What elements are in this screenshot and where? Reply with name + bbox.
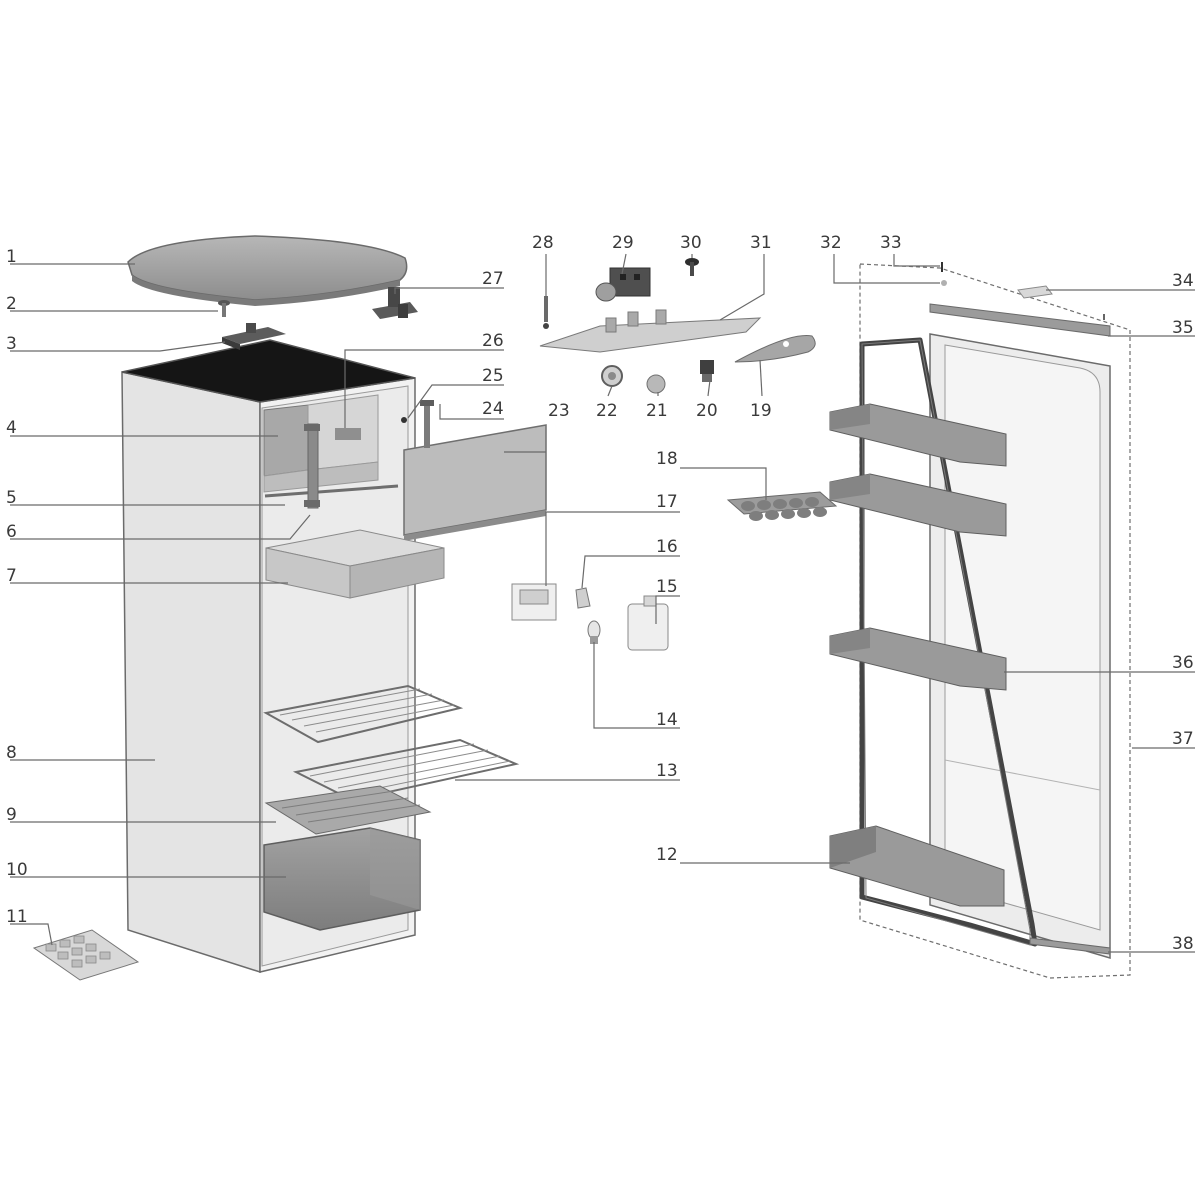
callout-5: 5 bbox=[6, 488, 17, 508]
lamp-diffuser bbox=[734, 335, 816, 363]
callout-4: 4 bbox=[6, 418, 17, 438]
pin bbox=[401, 417, 407, 423]
top-cover bbox=[127, 235, 408, 306]
freezer-door-hinge bbox=[304, 423, 320, 509]
callout-38: 38 bbox=[1172, 934, 1194, 954]
bottle-shelf bbox=[829, 825, 1005, 907]
callout-26: 26 bbox=[482, 331, 504, 351]
crisper-cover bbox=[264, 785, 432, 835]
callout-27: 27 bbox=[482, 269, 504, 289]
callout-31: 31 bbox=[750, 233, 772, 253]
callout-24: 24 bbox=[482, 399, 504, 419]
freezer-rail bbox=[264, 484, 399, 498]
door-shelf-top bbox=[829, 403, 1007, 467]
label-plate bbox=[335, 428, 361, 440]
callout-32: 32 bbox=[820, 233, 842, 253]
lamp-socket bbox=[575, 587, 591, 609]
thermostat bbox=[595, 267, 651, 302]
callout-35: 35 bbox=[1172, 318, 1194, 338]
top-hinge bbox=[222, 323, 286, 350]
callout-labels: 1 2 3 4 5 6 7 8 9 10 11 12 13 14 15 16 1… bbox=[6, 233, 1194, 954]
light-bulb bbox=[587, 620, 601, 644]
door-switch bbox=[700, 360, 714, 382]
callout-36: 36 bbox=[1172, 653, 1194, 673]
screw-small bbox=[685, 258, 699, 276]
door-pin bbox=[941, 280, 947, 286]
callout-23: 23 bbox=[548, 401, 570, 421]
callout-16: 16 bbox=[656, 537, 678, 557]
door-top-strip bbox=[929, 303, 1111, 337]
callout-15: 15 bbox=[656, 577, 678, 597]
wire-shelf-upper bbox=[263, 684, 464, 744]
callout-9: 9 bbox=[6, 805, 17, 825]
control-housing bbox=[539, 309, 762, 353]
callout-30: 30 bbox=[680, 233, 702, 253]
callout-1: 1 bbox=[6, 247, 17, 267]
callout-33: 33 bbox=[880, 233, 902, 253]
callout-11: 11 bbox=[6, 907, 28, 927]
callout-7: 7 bbox=[6, 566, 17, 586]
ice-tray bbox=[32, 929, 140, 981]
door-bottom-strip bbox=[1029, 937, 1111, 955]
callout-3: 3 bbox=[6, 334, 17, 354]
callout-17: 17 bbox=[656, 492, 678, 512]
callout-34: 34 bbox=[1172, 271, 1194, 291]
callout-21: 21 bbox=[646, 401, 668, 421]
screw bbox=[218, 300, 230, 317]
door-shelf-middle bbox=[829, 473, 1007, 537]
callout-20: 20 bbox=[696, 401, 718, 421]
door-shelf-lower bbox=[829, 627, 1007, 691]
door-assembly-outline bbox=[859, 263, 1131, 979]
crisper-drawer bbox=[263, 827, 421, 931]
screw-long bbox=[543, 296, 549, 329]
callout-12: 12 bbox=[656, 845, 678, 865]
egg-tray bbox=[726, 491, 838, 521]
callout-37: 37 bbox=[1172, 729, 1194, 749]
lamp-bracket bbox=[511, 583, 557, 621]
freezer-door-hinge-pin bbox=[420, 400, 434, 448]
callout-28: 28 bbox=[532, 233, 554, 253]
callout-22: 22 bbox=[596, 401, 618, 421]
callout-6: 6 bbox=[6, 522, 17, 542]
callout-2: 2 bbox=[6, 294, 17, 314]
drip-tray bbox=[265, 529, 445, 599]
hinge bbox=[372, 287, 418, 319]
callout-10: 10 bbox=[6, 860, 28, 880]
lamp-cover bbox=[646, 374, 666, 394]
start-relay bbox=[627, 595, 669, 651]
callout-19: 19 bbox=[750, 401, 772, 421]
freezer-compartment bbox=[263, 394, 379, 493]
callout-18: 18 bbox=[656, 449, 678, 469]
control-knob bbox=[601, 365, 623, 387]
leader-lines bbox=[10, 253, 1195, 953]
door-handle-cap bbox=[1017, 285, 1053, 299]
callout-25: 25 bbox=[482, 366, 504, 386]
callout-29: 29 bbox=[612, 233, 634, 253]
callout-14: 14 bbox=[656, 710, 678, 730]
callout-13: 13 bbox=[656, 761, 678, 781]
door-panel bbox=[929, 333, 1111, 960]
callout-8: 8 bbox=[6, 743, 17, 763]
wire-shelf-lower bbox=[292, 738, 520, 802]
